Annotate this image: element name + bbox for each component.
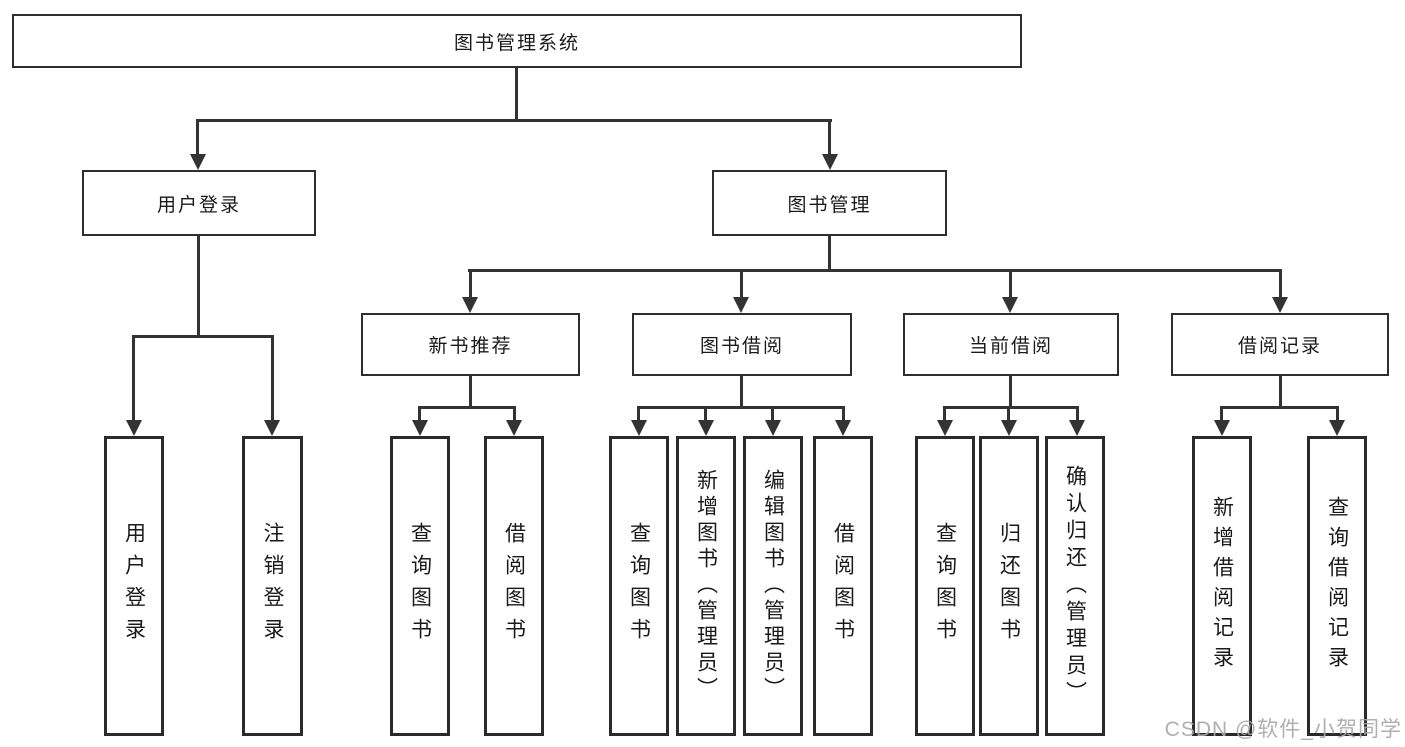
connector-book-borrow-hline [637, 406, 845, 409]
leaf-borrow-books-rec-label: 借阅图书 [502, 522, 526, 650]
arrowhead-leaf-query-current [937, 420, 953, 436]
leaf-edit-book-admin: 编辑图书（管理员） [743, 436, 803, 736]
leaf-logout-label: 注销登录 [261, 522, 284, 650]
node-root-label: 图书管理系统 [453, 32, 580, 54]
leaf-return-book: 归还图书 [979, 436, 1039, 736]
leaf-query-borrow-record: 查询借阅记录 [1307, 436, 1367, 736]
node-user-login: 用户登录 [82, 170, 316, 236]
connector-borrow-records-stub [1279, 271, 1282, 299]
node-current-borrow-label: 当前借阅 [968, 336, 1053, 357]
connector-new-book-rec-drop [469, 376, 472, 408]
connector-leaf-return-stub [1007, 408, 1010, 422]
leaf-borrow-books-borrow: 借阅图书 [813, 436, 873, 736]
node-root: 图书管理系统 [12, 14, 1022, 68]
arrowhead-current-borrow [1002, 297, 1018, 313]
connector-borrow-records-drop [1279, 376, 1282, 408]
connector-book-borrow-stub [740, 271, 743, 299]
arrowhead-leaf-query-rec [412, 420, 428, 436]
node-user-login-label: 用户登录 [156, 194, 241, 216]
connector-leaf-borrow-rec-stub [513, 408, 516, 422]
node-current-borrow: 当前借阅 [903, 313, 1119, 376]
connector-leaf-logout-stub [271, 337, 274, 422]
connector-user-login-hline [132, 335, 274, 338]
leaf-return-book-label: 归还图书 [997, 522, 1021, 650]
node-borrow-records: 借阅记录 [1171, 313, 1389, 376]
connector-user-login-stub [196, 121, 199, 156]
arrowhead-leaf-add-book [698, 420, 714, 436]
connector-new-book-rec-hline [418, 406, 516, 409]
connector-leaf-query-record-stub [1336, 408, 1339, 422]
arrowhead-leaf-borrow-borrow [835, 420, 851, 436]
connector-leaf-add-book-stub [704, 408, 707, 422]
node-book-mgmt-label: 图书管理 [787, 194, 872, 216]
arrowhead-leaf-confirm [1069, 420, 1085, 436]
leaf-add-borrow-record: 新增借阅记录 [1192, 436, 1252, 736]
connector-leaf-query-rec-stub [418, 408, 421, 422]
leaf-query-books-borrow: 查询图书 [609, 436, 669, 736]
leaf-edit-book-admin-label: 编辑图书（管理员） [761, 469, 785, 703]
leaf-query-books-rec: 查询图书 [390, 436, 450, 736]
connector-leaf-confirm-stub [1076, 408, 1079, 422]
connector-new-book-rec-stub [469, 271, 472, 299]
connector-current-borrow-stub [1009, 271, 1012, 299]
arrowhead-book-mgmt [822, 154, 838, 170]
arrowhead-user-login [190, 154, 206, 170]
connector-l2-hline [196, 119, 832, 122]
leaf-borrow-books-rec: 借阅图书 [484, 436, 544, 736]
leaf-add-borrow-record-label: 新增借阅记录 [1210, 496, 1234, 676]
arrowhead-leaf-edit-book [765, 420, 781, 436]
leaf-query-books-current: 查询图书 [915, 436, 975, 736]
connector-leaf-add-record-stub [1220, 408, 1223, 422]
leaf-confirm-return-admin-label: 确认归还（管理员） [1063, 464, 1087, 708]
connector-current-borrow-drop [1009, 376, 1012, 408]
connector-current-borrow-hline [943, 406, 1079, 409]
leaf-query-books-rec-label: 查询图书 [408, 522, 432, 650]
leaf-confirm-return-admin: 确认归还（管理员） [1045, 436, 1105, 736]
leaf-add-book-admin-label: 新增图书（管理员） [694, 469, 718, 703]
connector-leaf-edit-book-stub [771, 408, 774, 422]
node-new-book-rec-label: 新书推荐 [428, 336, 513, 357]
connector-leaf-borrow-borrow-stub [842, 408, 845, 422]
watermark: CSDN @软件_小贺同学 [1164, 718, 1402, 741]
connector-leaf-query-current-stub [943, 408, 946, 422]
connector-book-mgmt-drop [828, 236, 831, 271]
connector-borrow-records-hline [1220, 406, 1339, 409]
connector-leaf-user-login-stub [132, 337, 135, 422]
leaf-query-borrow-record-label: 查询借阅记录 [1325, 496, 1349, 676]
arrowhead-leaf-return [1001, 420, 1017, 436]
leaf-query-books-current-label: 查询图书 [933, 522, 957, 650]
connector-user-login-drop [197, 236, 200, 337]
node-book-mgmt: 图书管理 [712, 170, 947, 236]
connector-book-borrow-drop [740, 376, 743, 408]
connector-leaf-query-borrow-stub [637, 408, 640, 422]
leaf-borrow-books-borrow-label: 借阅图书 [831, 522, 855, 650]
arrowhead-borrow-records [1272, 297, 1288, 313]
leaf-logout: 注销登录 [242, 436, 303, 736]
arrowhead-leaf-query-borrow [631, 420, 647, 436]
leaf-add-book-admin: 新增图书（管理员） [676, 436, 736, 736]
arrowhead-leaf-add-record [1214, 420, 1230, 436]
node-new-book-rec: 新书推荐 [361, 313, 580, 376]
connector-root-drop [515, 68, 518, 121]
arrowhead-leaf-logout [264, 420, 280, 436]
arrowhead-book-borrow [733, 297, 749, 313]
node-book-borrow-label: 图书借阅 [699, 336, 784, 357]
node-borrow-records-label: 借阅记录 [1237, 336, 1322, 357]
connector-l3-hline [468, 269, 1282, 272]
connector-book-mgmt-stub [828, 121, 831, 156]
node-book-borrow: 图书借阅 [632, 313, 852, 376]
leaf-query-books-borrow-label: 查询图书 [627, 522, 651, 650]
leaf-user-login: 用户登录 [104, 436, 164, 736]
arrowhead-leaf-borrow-rec [506, 420, 522, 436]
arrowhead-leaf-user-login [126, 420, 142, 436]
arrowhead-new-book-rec [462, 297, 478, 313]
leaf-user-login-label: 用户登录 [122, 522, 146, 650]
arrowhead-leaf-query-record [1329, 420, 1345, 436]
